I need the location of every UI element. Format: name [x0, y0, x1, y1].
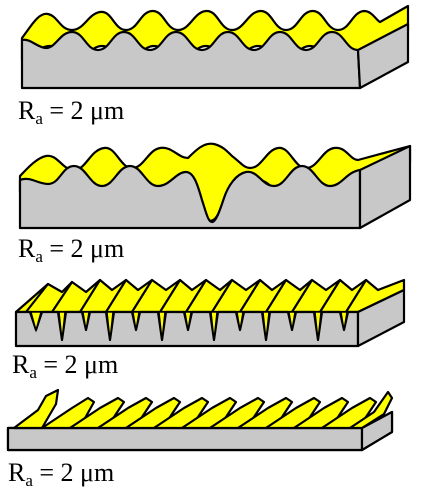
sawtooth-fins-4	[12, 388, 394, 430]
ridge-lines-3	[24, 278, 368, 314]
block-side-4	[360, 410, 394, 452]
rough-surface-3	[14, 278, 406, 314]
groove-fill-3	[30, 311, 348, 341]
block-front-1	[20, 30, 362, 90]
block-side-1	[356, 22, 410, 90]
roughness-label-1: Ra = 2 μm	[18, 96, 125, 128]
block-side-2	[358, 144, 412, 230]
surface-block-3	[14, 278, 406, 348]
roughness-label-2: Ra = 2 μm	[18, 234, 125, 266]
block-front-4	[6, 426, 364, 452]
block-front-3	[14, 310, 360, 348]
surface-block-4	[6, 388, 394, 452]
roughness-label-4: Ra = 2 μm	[8, 458, 115, 490]
surface-block-1	[20, 4, 410, 90]
surface-block-2	[18, 142, 412, 230]
block-front-2	[18, 164, 362, 230]
roughness-label-3: Ra = 2 μm	[12, 350, 119, 382]
block-side-3	[356, 288, 406, 348]
